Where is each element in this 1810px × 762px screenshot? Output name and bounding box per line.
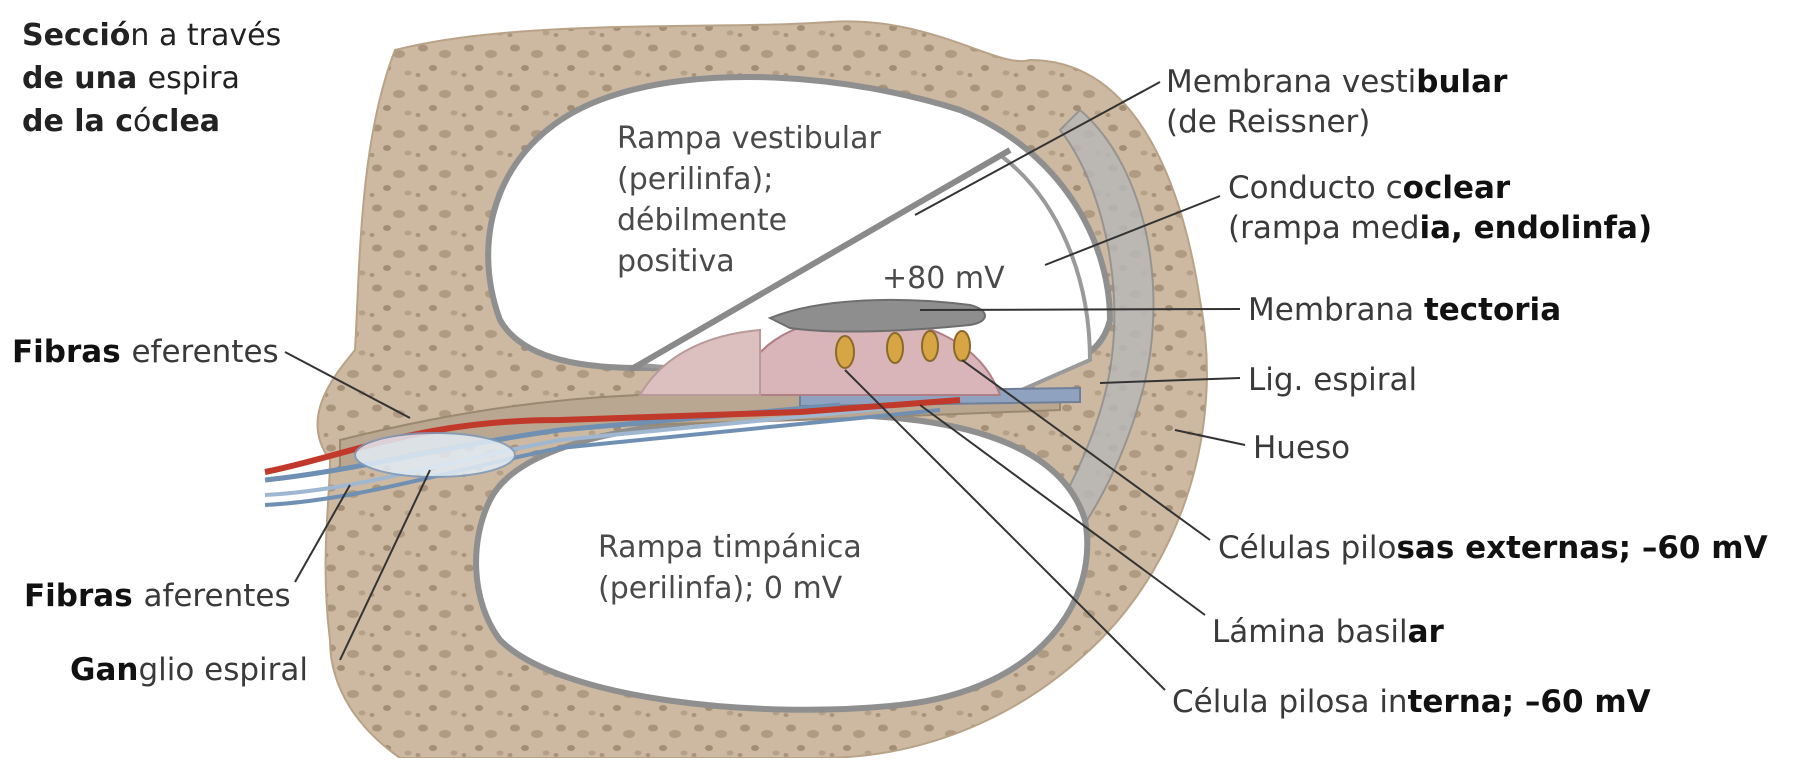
- label-segment: Gan: [70, 652, 138, 688]
- label-segment: Fibras: [12, 334, 131, 370]
- label-segment: terna; –60 mV: [1408, 684, 1651, 720]
- label-segment: Fibras: [24, 578, 143, 614]
- label-segment: ó: [133, 104, 151, 139]
- label-segment: de la c: [22, 104, 133, 139]
- label-bone: Hueso: [1253, 428, 1350, 468]
- label-segment: oclear: [1403, 170, 1511, 206]
- label-cochlear-duct: Conducto coclear (rampa media, endolinfa…: [1228, 168, 1652, 248]
- label-segment: Lig. espiral: [1248, 362, 1417, 398]
- title-line-2: de una espira: [22, 57, 281, 100]
- label-segment: ia, endolinfa): [1420, 210, 1653, 246]
- label-inner-hair-cell: Célula pilosa interna; –60 mV: [1172, 682, 1651, 722]
- label-segment: (rampa med: [1228, 210, 1420, 246]
- label-segment: Hueso: [1253, 430, 1350, 466]
- label-spiral-ganglion: Ganglio espiral: [70, 650, 308, 690]
- scala-vestibuli-label: Rampa vestibular (perilinfa); débilmente…: [617, 118, 881, 282]
- label-reissner-membrane: Membrana vestibular (de Reissner): [1166, 62, 1507, 142]
- cochlear-duct-potential: +80 mV: [882, 258, 1005, 299]
- label-segment: bular: [1416, 64, 1507, 100]
- diagram-title: Sección a través de una espira de la cóc…: [22, 14, 281, 143]
- label-segment: Células pilo: [1218, 530, 1396, 566]
- title-line-3: de la cóclea: [22, 100, 281, 143]
- spiral-ganglion: [355, 433, 515, 477]
- label-spiral-ligament: Lig. espiral: [1248, 360, 1417, 400]
- label-segment: de una: [22, 61, 148, 96]
- label-segment: Conducto c: [1228, 170, 1403, 206]
- outer-hair-cell-2: [922, 331, 938, 361]
- label-segment: aferentes: [143, 578, 290, 614]
- label-segment: sas externas; –60 mV: [1396, 530, 1767, 566]
- label-segment: clea: [151, 104, 220, 139]
- label-efferent-fibers: Fibras eferentes: [12, 332, 279, 372]
- label-segment: Célula pilosa in: [1172, 684, 1408, 720]
- label-segment: Membrana vesti: [1166, 64, 1416, 100]
- label-segment: ar: [1408, 614, 1444, 650]
- label-segment: glio espiral: [138, 652, 308, 688]
- scala-tympani-label: Rampa timpánica (perilinfa); 0 mV: [598, 527, 862, 609]
- inner-hair-cell: [836, 336, 854, 368]
- label-afferent-fibers: Fibras aferentes: [24, 576, 291, 616]
- title-line-1: Sección a través: [22, 14, 281, 57]
- label-segment: Membrana: [1248, 292, 1424, 328]
- label-outer-hair-cells: Células pilosas externas; –60 mV: [1218, 528, 1768, 568]
- label-tectorial-membrane: Membrana tectoria: [1248, 290, 1561, 330]
- label-segment: Secció: [22, 18, 130, 53]
- label-segment: n a través: [130, 18, 281, 53]
- label-segment: tectoria: [1424, 292, 1561, 328]
- outer-hair-cell-3: [954, 331, 970, 361]
- label-basilar-membrane: Lámina basilar: [1212, 612, 1444, 652]
- leader-tectorial: [920, 309, 1240, 310]
- label-segment: (de Reissner): [1166, 104, 1370, 140]
- label-segment: Lámina basil: [1212, 614, 1408, 650]
- label-segment: eferentes: [131, 334, 278, 370]
- outer-hair-cell-1: [887, 333, 903, 363]
- label-segment: espira: [148, 61, 240, 96]
